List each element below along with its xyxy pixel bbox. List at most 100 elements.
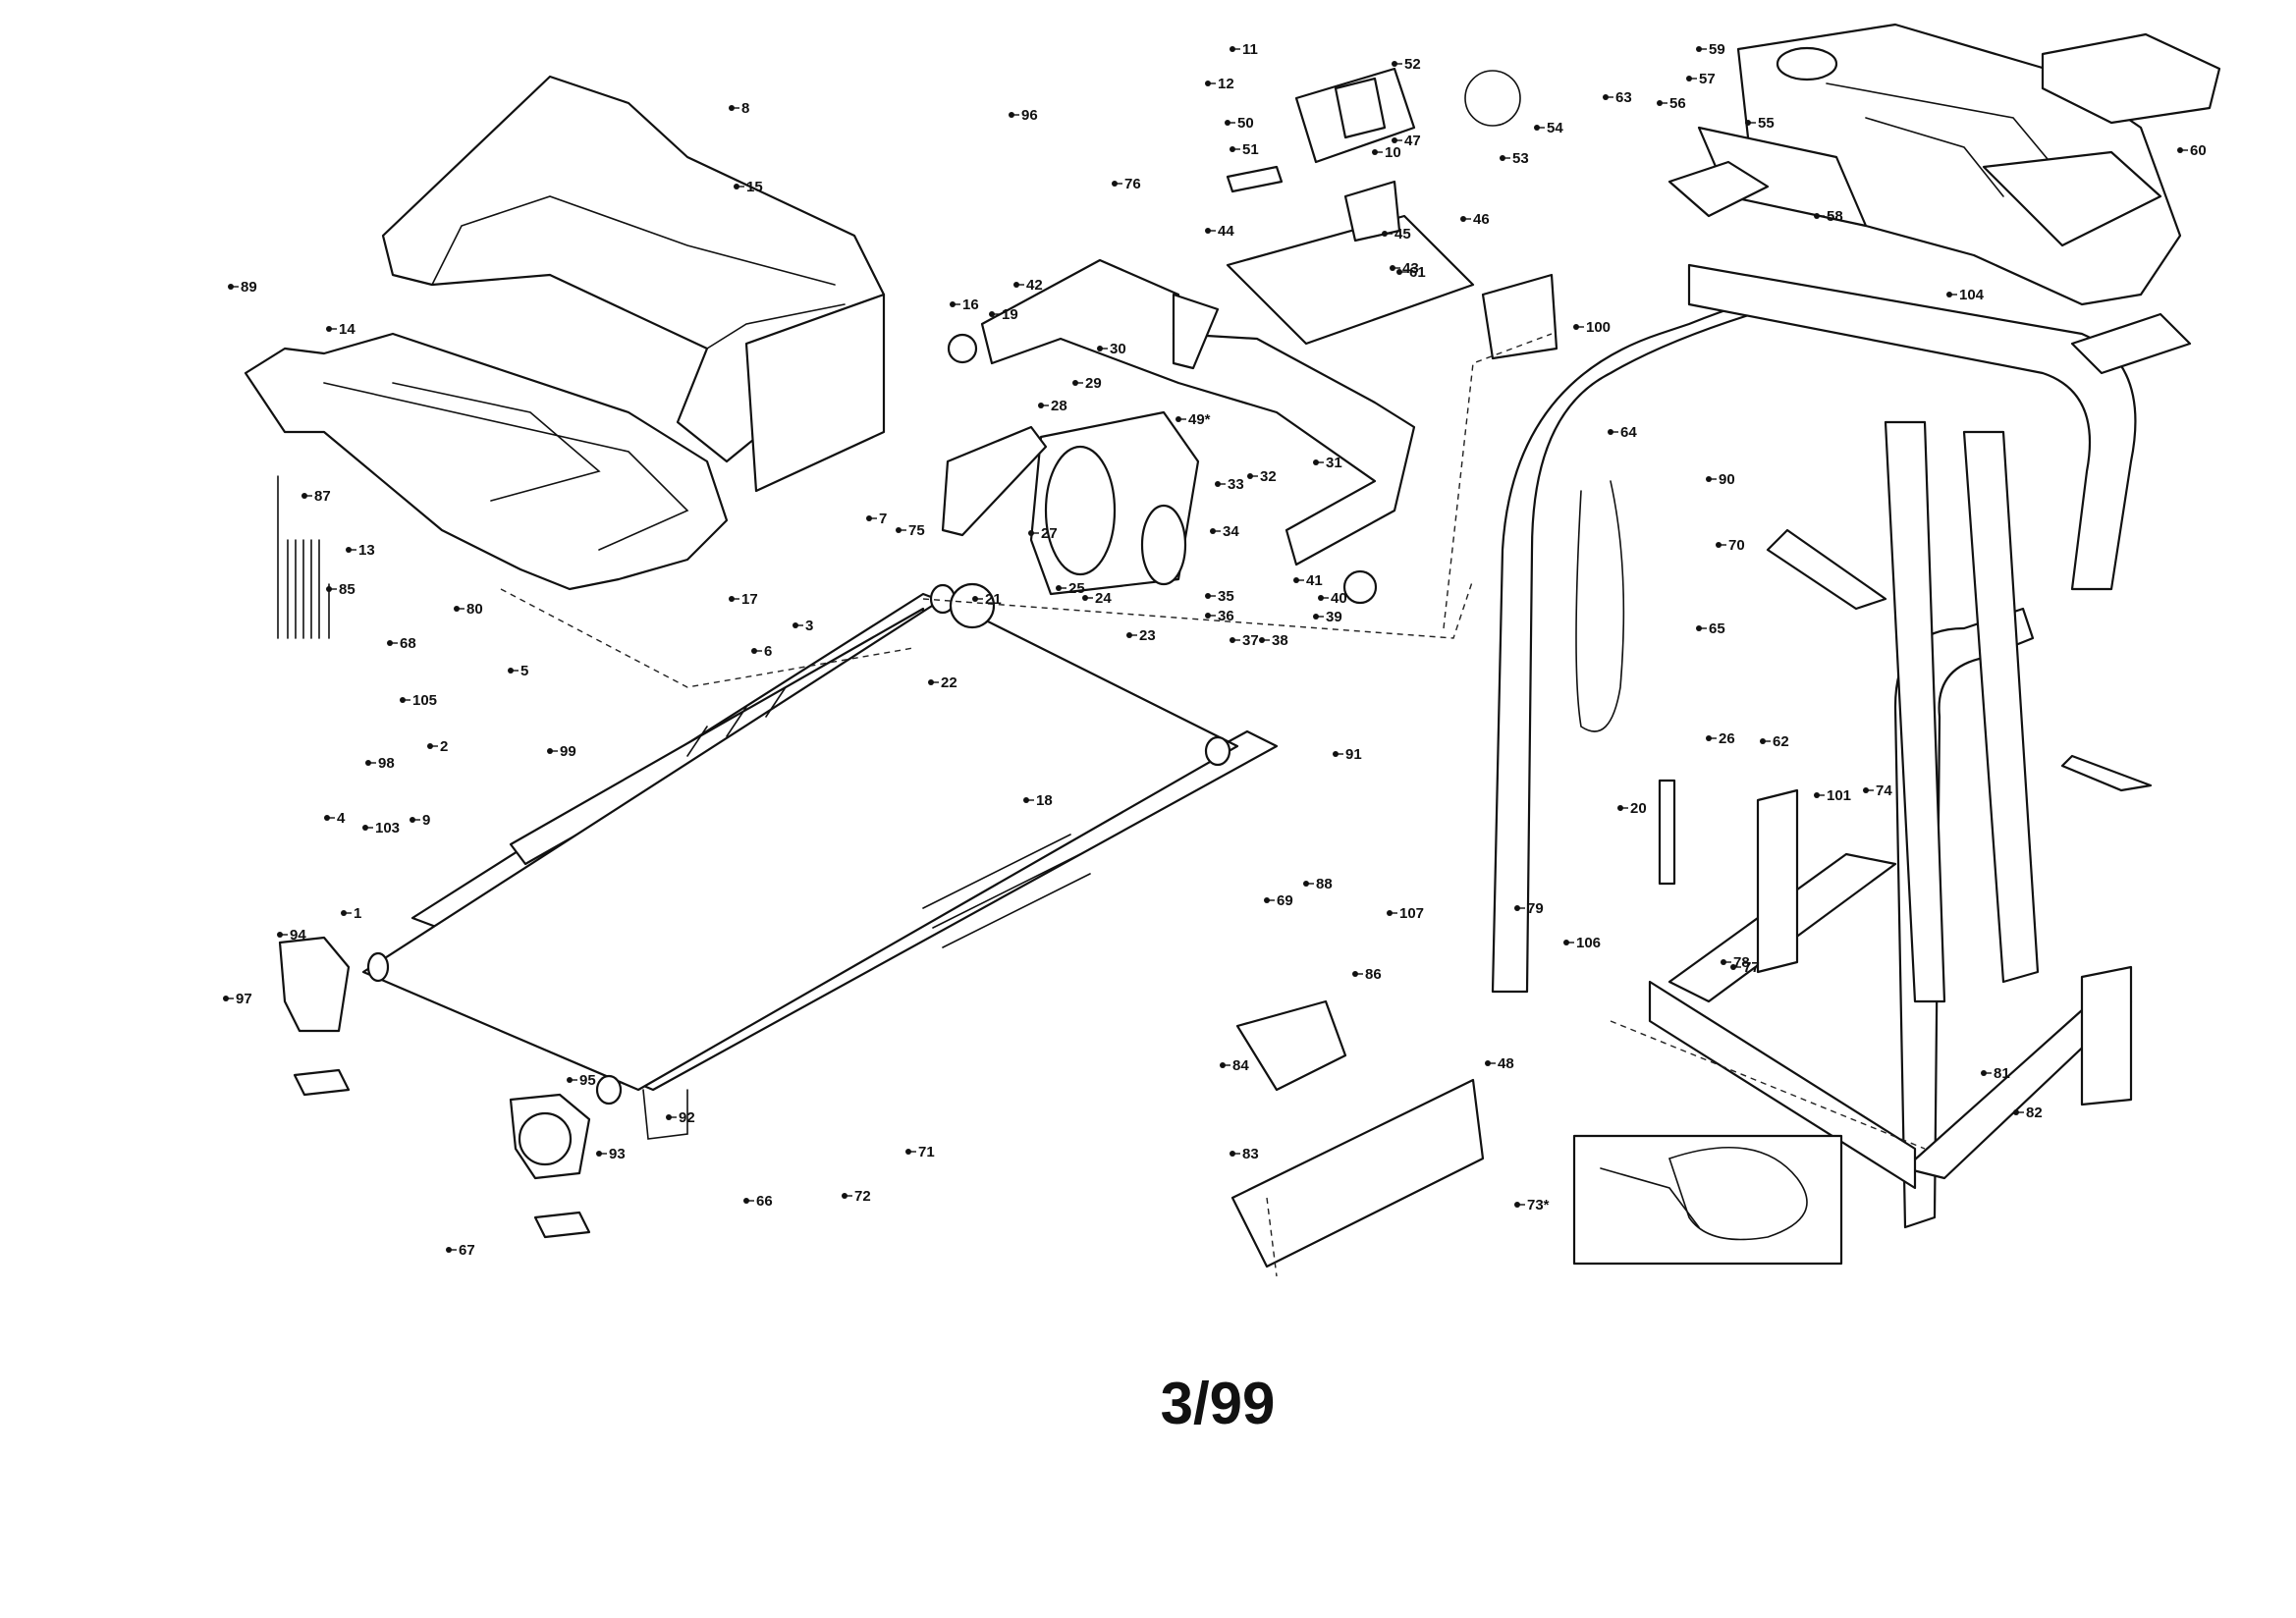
callout-number: 94 — [290, 927, 306, 944]
callout-dot — [326, 586, 332, 592]
callout: 81 — [1981, 1065, 2010, 1082]
callout-number: 84 — [1232, 1057, 1249, 1074]
callout-dot — [729, 105, 735, 111]
callout-number: 24 — [1095, 590, 1112, 607]
callout-dot — [1264, 897, 1270, 903]
callout-dot — [1313, 614, 1319, 620]
callout: 38 — [1259, 632, 1288, 649]
callout: 69 — [1264, 892, 1293, 909]
callout-number: 19 — [1002, 306, 1018, 323]
callout: 17 — [729, 591, 758, 608]
controller-board — [1226, 67, 1558, 360]
callout: 82 — [2013, 1105, 2043, 1121]
callout: 30 — [1097, 341, 1126, 357]
callout: 42 — [1013, 277, 1043, 294]
callout-dot — [1056, 585, 1062, 591]
callout-dot — [1205, 593, 1211, 599]
callout-dot — [223, 996, 229, 1001]
callout: 48 — [1485, 1055, 1514, 1072]
chest-strap-box — [1572, 1134, 1843, 1266]
callout: 100 — [1573, 319, 1611, 336]
callout-dot — [1514, 905, 1520, 911]
callout: 8 — [729, 100, 749, 117]
callout-number: 78 — [1733, 954, 1750, 971]
callout-dot — [896, 527, 902, 533]
callout-number: 93 — [609, 1146, 626, 1162]
callout-number: 69 — [1277, 892, 1293, 909]
callout-dot — [387, 640, 393, 646]
callout: 72 — [842, 1188, 871, 1205]
callout-dot — [1293, 577, 1299, 583]
callout: 77 — [1730, 959, 1760, 976]
deck-frame — [361, 583, 1279, 1140]
callout-number: 105 — [412, 692, 437, 709]
callout-dot — [1392, 137, 1397, 143]
callout-number: 62 — [1773, 733, 1789, 750]
callout: 21 — [972, 591, 1002, 608]
callout-number: 75 — [908, 522, 925, 539]
callout: 97 — [223, 991, 252, 1007]
callout-number: 96 — [1021, 107, 1038, 124]
callout-dot — [1390, 265, 1395, 271]
callout-dot — [1072, 380, 1078, 386]
callout: 10 — [1372, 144, 1401, 161]
callout: 86 — [1352, 966, 1382, 983]
callout: 2 — [427, 738, 448, 755]
callout-number: 37 — [1242, 632, 1259, 649]
callout: 1 — [341, 905, 361, 922]
callout: 90 — [1706, 471, 1735, 488]
callout-number: 76 — [1124, 176, 1141, 192]
callout-number: 32 — [1260, 468, 1277, 485]
callout-dot — [427, 743, 433, 749]
callout-number: 20 — [1630, 800, 1647, 817]
callout-dot — [1318, 595, 1324, 601]
callout-number: 91 — [1345, 746, 1362, 763]
callout-number: 60 — [2190, 142, 2207, 159]
callout-dot — [1608, 429, 1613, 435]
callout-number: 52 — [1404, 56, 1421, 73]
callout-dot — [1706, 476, 1712, 482]
callout-number: 107 — [1399, 905, 1424, 922]
callout: 92 — [666, 1109, 695, 1126]
callout-dot — [2013, 1109, 2019, 1115]
callout-dot — [446, 1247, 452, 1253]
callout-dot — [1205, 81, 1211, 86]
callout-number: 71 — [918, 1144, 935, 1160]
callout-dot — [1259, 637, 1265, 643]
callout-dot — [1514, 1202, 1520, 1208]
callout-dot — [1603, 94, 1609, 100]
callout: 26 — [1706, 730, 1735, 747]
callout: 27 — [1028, 525, 1058, 542]
callout: 20 — [1617, 800, 1647, 817]
callout: 66 — [743, 1193, 773, 1210]
callout-number: 34 — [1223, 523, 1239, 540]
callout-dot — [365, 760, 371, 766]
callout-dot — [362, 825, 368, 831]
callout-dot — [1333, 751, 1339, 757]
callout-dot — [793, 622, 798, 628]
callout-number: 66 — [756, 1193, 773, 1210]
callout-dot — [928, 679, 934, 685]
callout: 23 — [1126, 627, 1156, 644]
callout-dot — [1220, 1062, 1226, 1068]
hood-base — [244, 332, 729, 591]
callout-number: 2 — [440, 738, 448, 755]
callout: 80 — [454, 601, 483, 618]
callout-number: 79 — [1527, 900, 1544, 917]
callout-number: 64 — [1620, 424, 1637, 441]
callout-dot — [1706, 735, 1712, 741]
callout-dot — [1372, 149, 1378, 155]
handrails — [1667, 160, 2192, 792]
callout: 91 — [1333, 746, 1362, 763]
callout-number: 106 — [1576, 935, 1601, 951]
callout-number: 28 — [1051, 398, 1067, 414]
callout-dot — [2177, 147, 2183, 153]
callout-number: 70 — [1728, 537, 1745, 554]
callout-number: 31 — [1326, 455, 1342, 471]
callout-number: 68 — [400, 635, 416, 652]
callout: 53 — [1500, 150, 1529, 167]
callout-dot — [751, 648, 757, 654]
callout-dot — [1009, 112, 1014, 118]
callout: 103 — [362, 820, 400, 836]
